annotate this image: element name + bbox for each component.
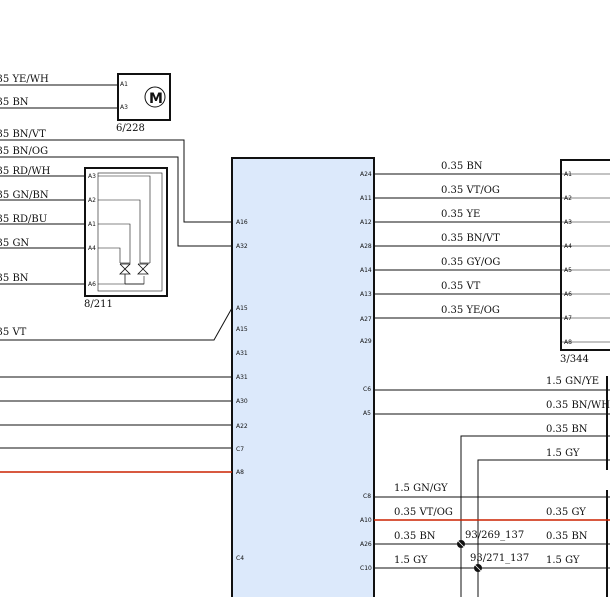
right-connector-box [560, 159, 610, 351]
left-module-box [84, 167, 168, 297]
wire-label: 1.5 GY [546, 555, 580, 566]
motor-symbol: M [149, 91, 163, 107]
ecu-pin: A28 [360, 243, 372, 250]
motor-pin: A3 [120, 104, 128, 111]
wire-label: 0.35 BN/WH [546, 400, 610, 411]
connector-ref: 3/344 [560, 354, 589, 365]
motor-icon [144, 86, 166, 108]
ecu-pin: A22 [236, 423, 248, 430]
diode-icon [119, 263, 149, 285]
connector-pin: A1 [564, 171, 572, 178]
connector-pin: A8 [564, 339, 572, 346]
motor-box [117, 73, 171, 121]
wire-label: 0.35 YE/WH [0, 74, 49, 85]
ecu-pin: A15 [236, 305, 248, 312]
module-pin: A2 [88, 197, 96, 204]
ecu-pin: A16 [236, 219, 248, 226]
splice-label: 93/271_137 [470, 553, 529, 564]
wire-label: 0.35 BN [441, 161, 483, 172]
wire-label: 1.5 GN/YE [546, 376, 599, 387]
wire-label: 0.35 RD/BU [0, 214, 47, 225]
ecu-pin: A10 [360, 517, 372, 524]
ecu-pin: A27 [360, 316, 372, 323]
connector-pin: A4 [564, 243, 572, 250]
wire-label: 0.35 YE [441, 209, 480, 220]
wire-label: 0.35 VT/OG [441, 185, 500, 196]
motor-ref: 6/228 [116, 123, 145, 134]
wire-label: 0.35 VT [441, 281, 481, 292]
wire-label: 0.35 VT/OG [394, 507, 453, 518]
ecu-pin: C4 [236, 555, 244, 562]
ecu-pin: C8 [363, 493, 371, 500]
ecu-pin: A31 [236, 374, 248, 381]
wire-label: 0.35 BN/OG [0, 146, 48, 157]
wire-label: 0.35 BN [546, 531, 588, 542]
ecu-pin: C6 [363, 386, 371, 393]
splice-icon [456, 539, 483, 573]
connector-pin: A6 [564, 291, 572, 298]
wire-label: 0.35 BN [546, 424, 588, 435]
wire-label: 0.35 GY [546, 507, 586, 518]
motor-pin: A1 [120, 81, 128, 88]
ecu-pin: A30 [236, 398, 248, 405]
wire-label: 1.5 GY [546, 448, 580, 459]
wire-label: 0.35 BN [0, 97, 29, 108]
wire-label: 0.35 GN/BN [0, 190, 49, 201]
module-ref: 8/211 [84, 299, 113, 310]
ecu-pin: A12 [360, 219, 372, 226]
module-pin: A4 [88, 245, 96, 252]
wire-label: 0.35 GN [0, 238, 29, 249]
ecu-pin: A11 [360, 195, 372, 202]
module-pin: A6 [88, 281, 96, 288]
wire-label: 1.5 GY [394, 555, 428, 566]
ecu-pin: A13 [360, 291, 372, 298]
wire-label: 0.35 BN/VT [441, 233, 500, 244]
splice-label: 93/269_137 [465, 530, 524, 541]
connector-pin: A5 [564, 267, 572, 274]
ecu-pin: A32 [236, 243, 248, 250]
connector-pin: A3 [564, 219, 572, 226]
wire-label: 0.35 BN/VT [0, 129, 46, 140]
wire-label: 0.35 BN [0, 273, 29, 284]
wire-label: 0.35 GY/OG [441, 257, 500, 268]
module-pin: A3 [88, 173, 96, 180]
wire-label: 0.35 RD/WH [0, 166, 51, 177]
ecu-pin: A24 [360, 171, 372, 178]
ecu-pin: C10 [360, 565, 372, 572]
ecu-pin: C7 [236, 446, 244, 453]
ecu-pin: A15 [236, 326, 248, 333]
module-pin: A1 [88, 221, 96, 228]
ecu-box [231, 157, 375, 597]
ecu-pin: A31 [236, 350, 248, 357]
ecu-pin: A14 [360, 267, 372, 274]
ecu-pin: A26 [360, 541, 372, 548]
connector-pin: A2 [564, 195, 572, 202]
wire-label: 0.35 BN [394, 531, 436, 542]
wire-label: 1.5 GN/GY [394, 483, 448, 494]
ecu-pin: A29 [360, 338, 372, 345]
connector-pin: A7 [564, 315, 572, 322]
wire-label: 0.35 YE/OG [441, 305, 500, 316]
ecu-pin: A8 [236, 469, 244, 476]
wire-label: 0.35 VT [0, 327, 27, 338]
ecu-pin: A5 [363, 410, 371, 417]
